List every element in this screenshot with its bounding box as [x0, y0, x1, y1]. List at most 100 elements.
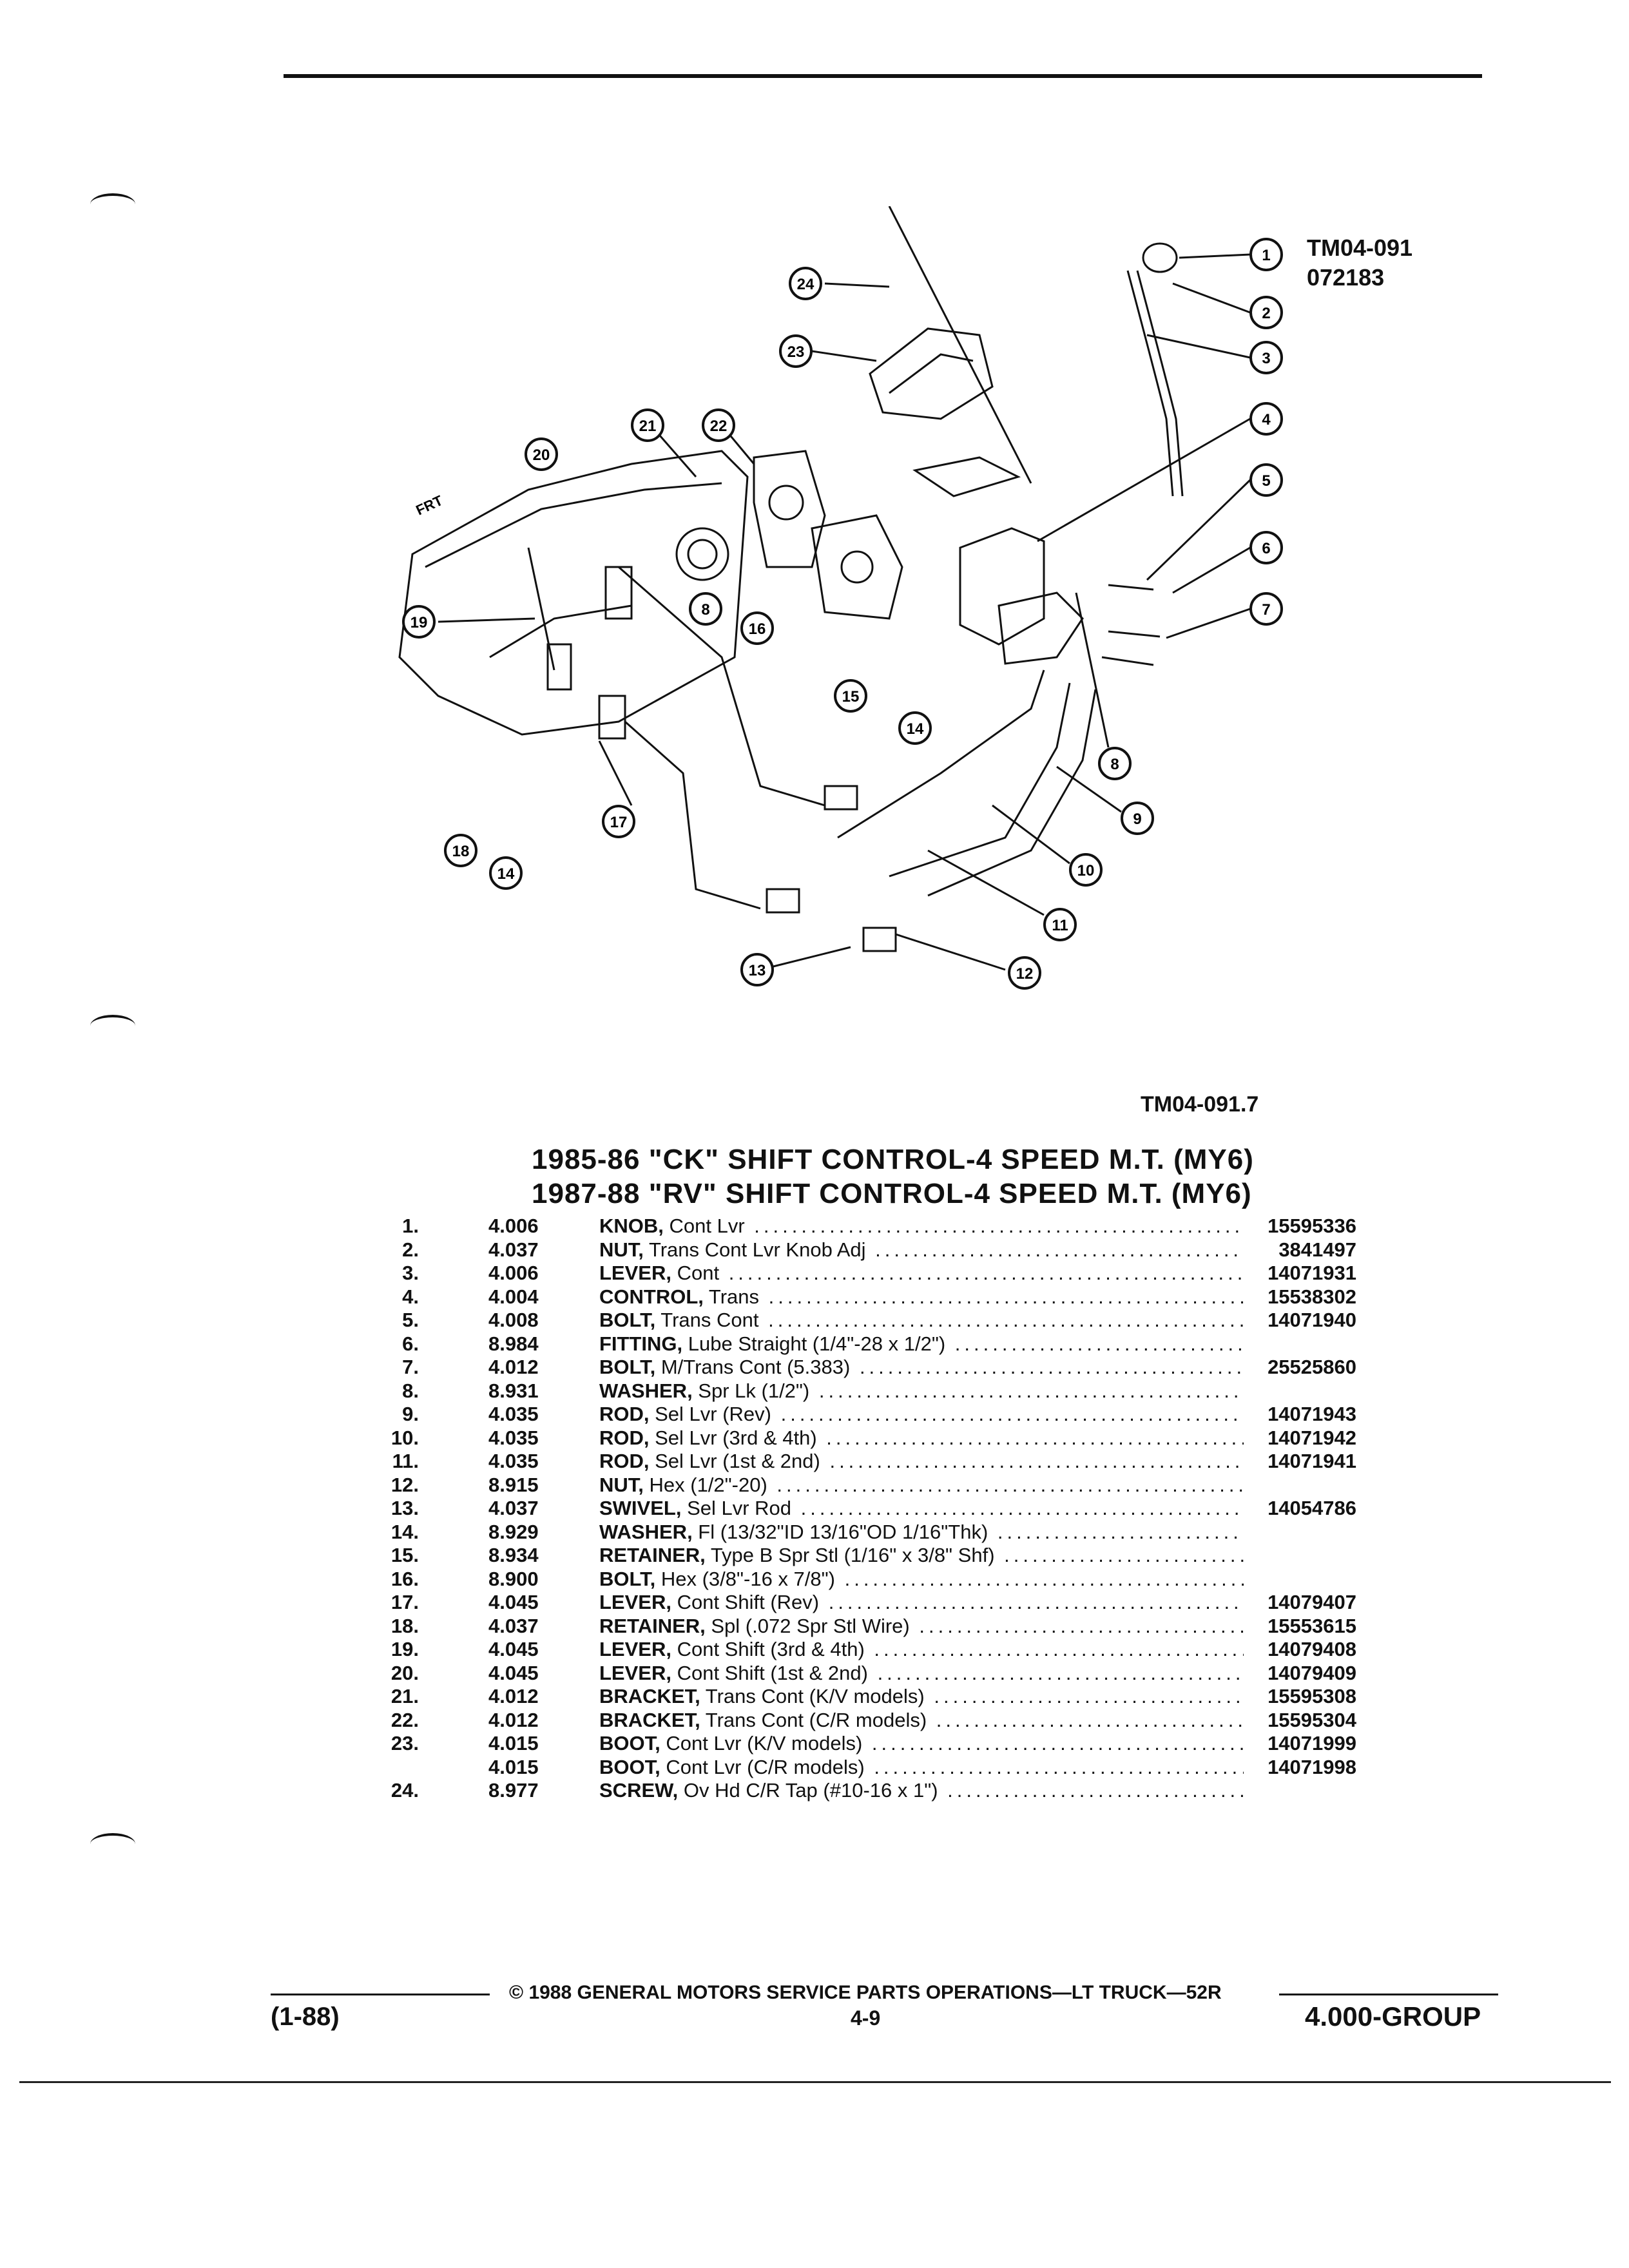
rod-3rd-4th — [889, 682, 1071, 878]
leader-dots: ........................................… — [776, 1473, 1244, 1496]
bolt — [1101, 656, 1154, 666]
part-detail: Ov Hd C/R Tap (#10-16 x 1") — [678, 1779, 938, 1802]
svg-text:11: 11 — [1052, 917, 1068, 934]
leader-dots: ........................................… — [829, 1450, 1244, 1472]
part-number: 14079407 — [1268, 1591, 1356, 1613]
item-number: 15. — [390, 1544, 419, 1566]
callout-3: 3 — [1249, 341, 1283, 374]
group-code: 4.045 — [488, 1638, 539, 1660]
part-detail: Trans — [703, 1285, 760, 1308]
callout-14: 14 — [898, 711, 932, 745]
part-number: 15595304 — [1268, 1708, 1356, 1731]
callout-6: 6 — [1249, 531, 1283, 564]
part-name: LEVER, — [599, 1661, 671, 1684]
part-description: LEVER, Cont Shift (1st & 2nd) ..........… — [599, 1662, 1244, 1685]
part-detail: Spl (.072 Spr Stl Wire) — [705, 1614, 910, 1637]
leader-line — [1172, 282, 1251, 314]
figure-ref-date: 072183 — [1307, 264, 1385, 291]
part-name: CONTROL, — [599, 1285, 704, 1308]
part-name: ROD, — [599, 1403, 650, 1425]
callout-14-left: 14 — [489, 856, 523, 890]
part-number: 3841497 — [1278, 1238, 1356, 1261]
floor-plate — [912, 456, 1021, 497]
leader-line — [1075, 592, 1110, 748]
part-detail: Trans Cont (K/V models) — [700, 1685, 925, 1707]
leader-dots: ........................................… — [934, 1685, 1244, 1707]
part-description: RETAINER, Spl (.072 Spr Stl Wire) ......… — [599, 1615, 1244, 1638]
swivel — [766, 888, 800, 914]
group-code: 4.012 — [488, 1708, 539, 1731]
bottom-rule — [19, 2081, 1611, 2083]
item-number: 9. — [402, 1403, 419, 1425]
binder-hole-mark — [90, 193, 135, 215]
case-boss — [687, 539, 718, 570]
part-detail: Cont Lvr (C/R models) — [660, 1755, 865, 1778]
shift-lever-3rd-4th — [546, 643, 572, 691]
callout-1: 1 — [1249, 238, 1283, 271]
item-number: 2. — [402, 1238, 419, 1261]
part-description: FITTING, Lube Straight (1/4"-28 x 1/2") … — [599, 1332, 1244, 1356]
group-code: 4.012 — [488, 1685, 539, 1707]
leader-dots: ........................................… — [877, 1661, 1244, 1684]
callout-10: 10 — [1069, 853, 1103, 887]
part-number: 25525860 — [1268, 1356, 1356, 1378]
item-number: 10. — [390, 1426, 419, 1449]
svg-text:7: 7 — [1262, 601, 1270, 619]
part-name: FITTING, — [599, 1332, 683, 1355]
part-number: 14071940 — [1268, 1309, 1356, 1331]
group-code: 8.915 — [488, 1473, 539, 1496]
group-code: 4.012 — [488, 1356, 539, 1378]
callout-8-left: 8 — [689, 592, 722, 626]
rod-1st-2nd — [837, 669, 1045, 839]
group-code: 8.934 — [488, 1544, 539, 1566]
figure-code: TM04-091.7 — [1141, 1092, 1259, 1117]
group-code: 4.037 — [488, 1497, 539, 1519]
svg-text:12: 12 — [1016, 965, 1034, 983]
figure-reference: TM04-091 072183 — [1307, 233, 1412, 293]
leader-dots: ........................................… — [728, 1262, 1244, 1284]
bracket-hole — [768, 485, 804, 521]
group-number: 4.000-GROUP — [1305, 2001, 1481, 2032]
group-code: 8.984 — [488, 1332, 539, 1355]
group-code: 4.035 — [488, 1426, 539, 1449]
leader-line — [1056, 765, 1122, 813]
leader-line — [1179, 253, 1251, 259]
part-detail: Sel Lvr Rod — [681, 1497, 792, 1519]
callout-24: 24 — [789, 267, 822, 300]
callout-18: 18 — [444, 834, 477, 867]
item-number: 8. — [402, 1379, 419, 1402]
leader-dots: ........................................… — [997, 1520, 1244, 1543]
leader-dots: ........................................… — [768, 1309, 1244, 1331]
group-code: 4.015 — [488, 1732, 539, 1754]
svg-text:17: 17 — [610, 814, 628, 831]
part-number: 14071998 — [1268, 1755, 1356, 1778]
part-number: 15538302 — [1268, 1285, 1356, 1308]
item-number: 16. — [390, 1567, 419, 1590]
rod-link — [624, 720, 761, 910]
transmission-case — [398, 450, 749, 736]
part-detail: Cont Shift (Rev) — [671, 1591, 820, 1613]
callout-2: 2 — [1249, 296, 1283, 329]
group-code: 8.931 — [488, 1379, 539, 1402]
part-description: BOLT, M/Trans Cont (5.383) .............… — [599, 1356, 1244, 1379]
part-description: NUT, Hex (1/2"-20) .....................… — [599, 1474, 1244, 1497]
part-name: RETAINER, — [599, 1614, 706, 1637]
part-description: BOLT, Trans Cont .......................… — [599, 1309, 1244, 1332]
part-name: SWIVEL, — [599, 1497, 682, 1519]
part-number: 14054786 — [1268, 1497, 1356, 1519]
callout-23: 23 — [779, 334, 813, 368]
leader-line — [1146, 334, 1251, 359]
bracket-hole — [840, 550, 874, 584]
shift-control-exploded-diagram: FRT 1 2 3 4 5 6 7 8 8 9 10 11 12 13 14 1… — [398, 206, 1283, 990]
part-name: WASHER, — [599, 1379, 693, 1402]
part-number: 14079409 — [1268, 1661, 1356, 1684]
footer-rule-left — [271, 1994, 490, 1995]
binder-hole-mark — [90, 1833, 135, 1855]
part-detail: Sel Lvr (Rev) — [649, 1403, 771, 1425]
